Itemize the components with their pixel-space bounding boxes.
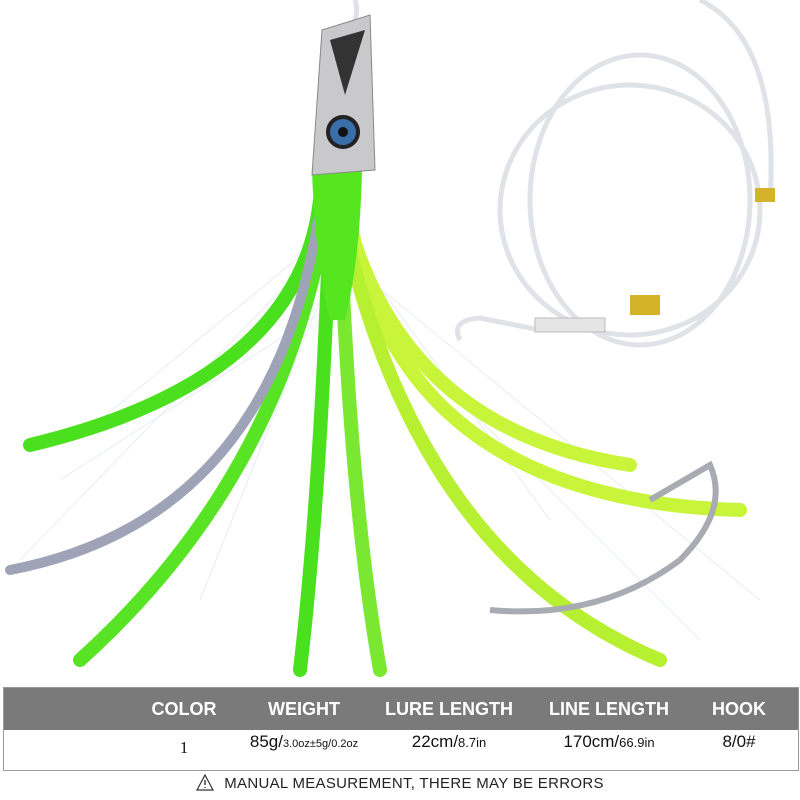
hook xyxy=(489,460,719,615)
leader-line-coil xyxy=(347,0,774,348)
line-length-sub: 66.9in xyxy=(619,735,655,750)
product-photo-trolling-lure xyxy=(5,0,775,677)
hook-value: 8/0# xyxy=(722,732,756,751)
header-line-length: LINE LENGTH xyxy=(549,699,669,719)
weight-sub: 3.0oz±5g/0.2oz xyxy=(282,738,359,750)
header-lure-length: LURE LENGTH xyxy=(385,699,513,719)
warning-icon xyxy=(196,773,215,791)
lure-length-main: 22cm/ xyxy=(411,732,459,751)
header-hook: HOOK xyxy=(712,699,766,719)
header-weight: WEIGHT xyxy=(268,699,340,719)
weight-value: 85g/3.0oz±5g/0.2oz xyxy=(239,732,369,752)
measurement-note: MANUAL MEASUREMENT, THERE MAY BE ERRORS xyxy=(0,773,800,792)
line-length-value: 170cm/66.9in xyxy=(539,732,679,752)
header-color: COLOR xyxy=(151,699,217,719)
crimp-sleeves xyxy=(630,188,775,315)
lure-length-value: 22cm/8.7in xyxy=(379,732,519,752)
spec-table: COLOR WEIGHT LURE LENGTH LINE LENGTH HOO… xyxy=(3,687,799,771)
line-length-main: 170cm/ xyxy=(563,732,620,751)
lure-body xyxy=(312,170,362,320)
chrome-head xyxy=(311,14,376,176)
color-value: 1 xyxy=(179,738,189,757)
lure-skirt xyxy=(5,193,747,677)
note-text: MANUAL MEASUREMENT, THERE MAY BE ERRORS xyxy=(224,775,604,792)
spec-table-header: COLOR WEIGHT LURE LENGTH LINE LENGTH HOO… xyxy=(4,688,798,730)
weight-main: 85g/ xyxy=(249,732,283,751)
lure-length-sub: 8.7in xyxy=(458,735,487,750)
